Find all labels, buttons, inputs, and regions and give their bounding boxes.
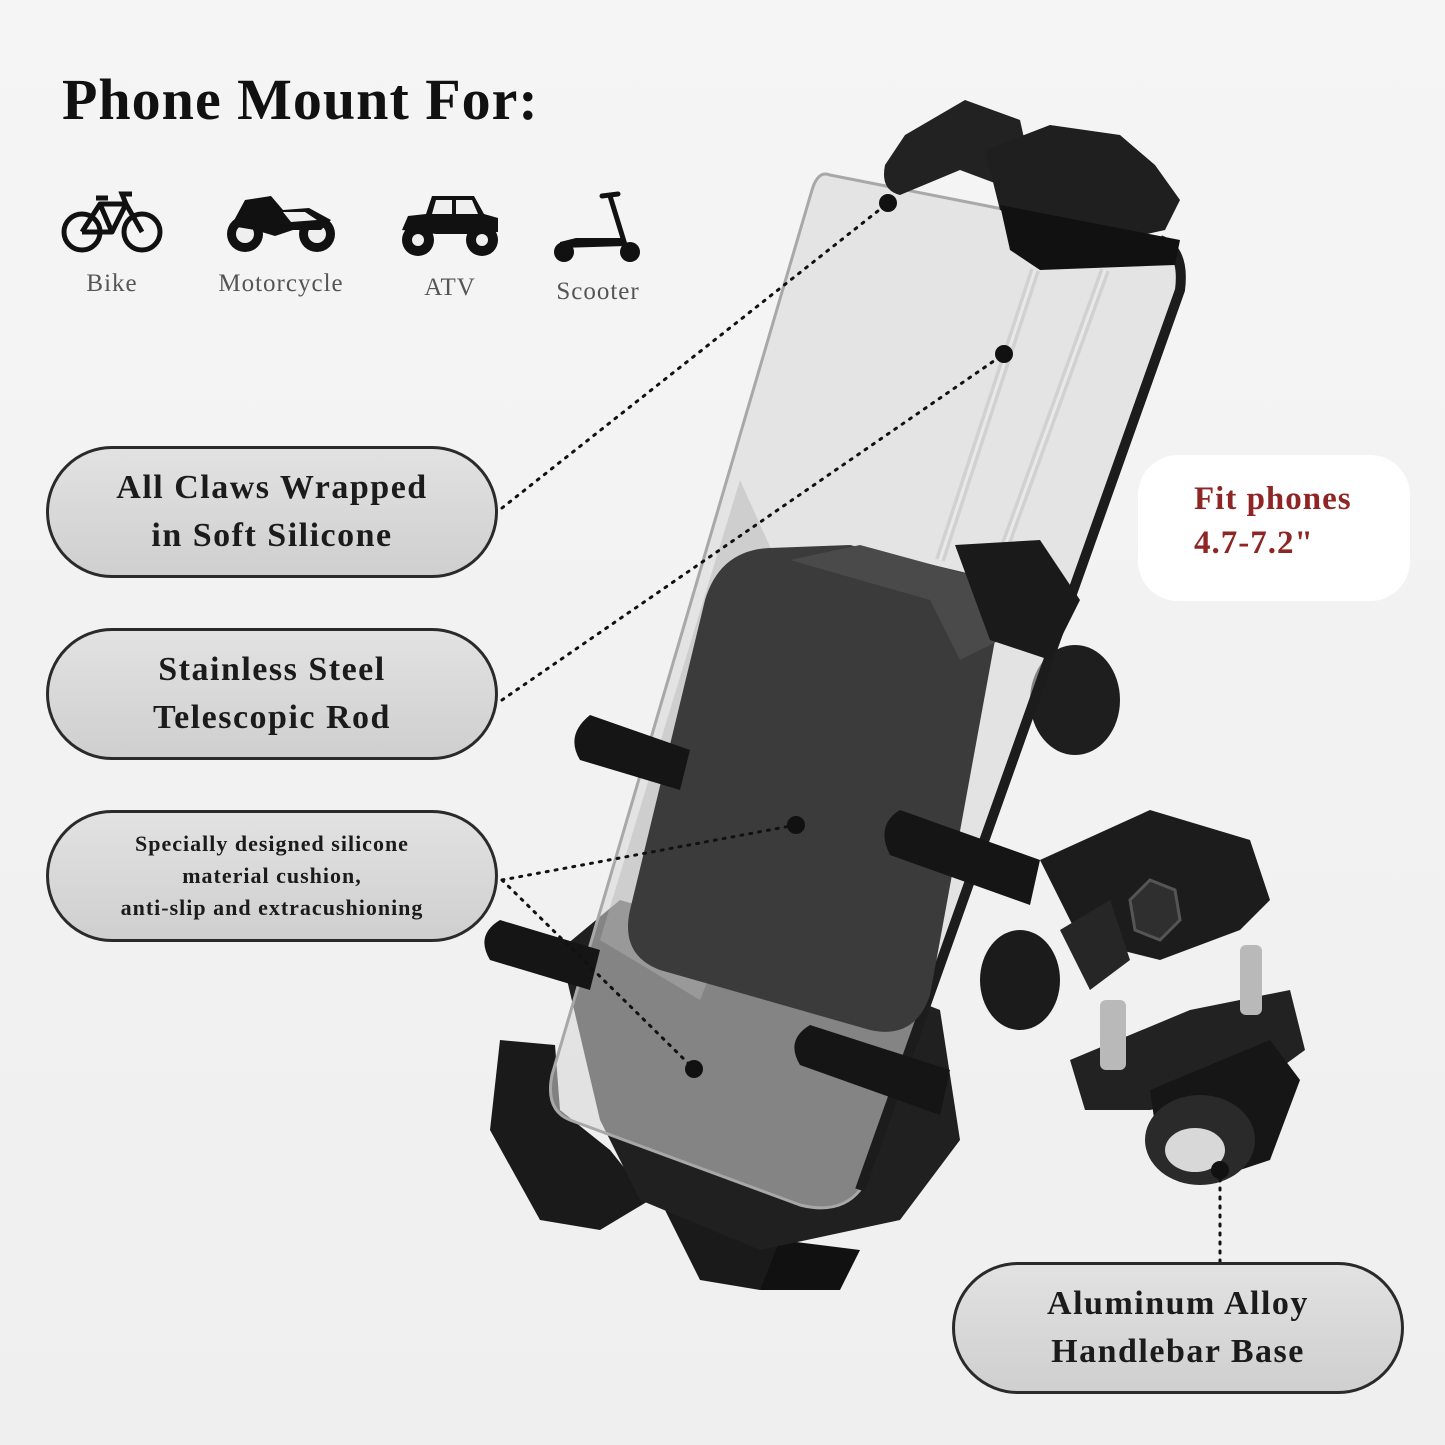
vehicle-motorcycle: Motorcycle <box>200 190 362 298</box>
top-claws <box>884 100 1180 270</box>
feature-claws-line2: in Soft Silicone <box>151 517 393 554</box>
feature-base-callout: Aluminum Alloy Handlebar Base <box>952 1262 1404 1394</box>
scooter-icon <box>554 191 640 262</box>
motorcycle-icon <box>227 196 335 252</box>
side-pegs <box>484 715 1040 1115</box>
feature-claws-callout: All Claws Wrapped in Soft Silicone <box>46 446 498 578</box>
feature-base-line2: Handlebar Base <box>1051 1333 1305 1370</box>
fit-phones-line1: Fit phones <box>1194 481 1352 517</box>
atv-icon <box>402 196 498 256</box>
vehicle-label-atv: ATV <box>424 274 476 301</box>
vehicle-label-bike: Bike <box>86 270 138 297</box>
feature-cushion-line3: anti-slip and extracushioning <box>120 895 424 920</box>
fit-phones-size-range: 4.7-7.2" <box>1194 525 1314 561</box>
feature-rod-line1: Stainless Steel <box>158 651 386 688</box>
vehicle-bike: Bike <box>32 190 192 298</box>
vehicle-label-scooter: Scooter <box>556 278 640 305</box>
feature-claws-line1: All Claws Wrapped <box>116 469 428 506</box>
vehicle-atv: ATV <box>370 190 530 302</box>
vehicle-scooter: Scooter <box>518 190 678 306</box>
bike-icon <box>61 191 163 253</box>
silicone-cushion-pad <box>628 545 996 1032</box>
feature-cushion-callout: Specially designed silicone material cus… <box>46 810 498 942</box>
fit-phones-badge: Fit phones 4.7-7.2" <box>1138 455 1410 601</box>
handlebar-base-clamp <box>1040 810 1305 1185</box>
feature-rod-line2: Telescopic Rod <box>153 699 391 736</box>
feature-cushion-line2: material cushion, <box>182 863 362 888</box>
feature-rod-callout: Stainless Steel Telescopic Rod <box>46 628 498 760</box>
page-title: Phone Mount For: <box>62 67 539 132</box>
vehicle-label-motorcycle: Motorcycle <box>218 270 344 297</box>
feature-base-line1: Aluminum Alloy <box>1047 1285 1309 1322</box>
feature-cushion-line1: Specially designed silicone <box>135 831 409 856</box>
